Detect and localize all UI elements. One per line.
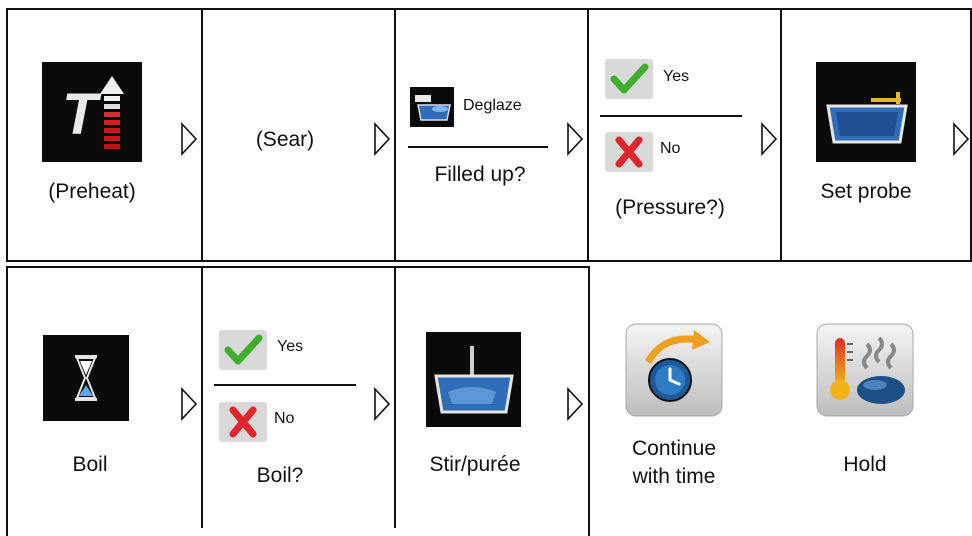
filled-up-question: Filled up? <box>434 163 526 186</box>
deglaze-pan-icon <box>410 87 454 127</box>
separator-line <box>600 115 742 117</box>
stir-puree-label: Stir/purée <box>429 453 521 476</box>
pressure-yes-label: Yes <box>663 68 690 85</box>
boil-yes-label: Yes <box>277 338 304 355</box>
arrow-right-icon <box>761 122 778 156</box>
preheat-label: (Preheat) <box>48 180 136 203</box>
continue-label-line2: with time <box>632 465 716 488</box>
divider <box>394 266 396 528</box>
hourglass-icon <box>43 335 129 421</box>
core-probe-pan-icon <box>816 62 916 162</box>
continue-label-line1: Continue <box>631 437 717 460</box>
divider <box>201 8 203 262</box>
hold-label: Hold <box>843 453 887 476</box>
thermometer-hold-icon <box>816 323 914 417</box>
arrow-right-icon <box>567 387 584 421</box>
pressure-no-label: No <box>660 140 681 157</box>
cross-icon <box>605 132 653 172</box>
pressure-question: (Pressure?) <box>615 196 725 219</box>
separator-line <box>408 146 548 148</box>
boil-label: Boil <box>72 453 108 476</box>
stir-pan-icon <box>426 332 521 427</box>
divider <box>587 8 589 262</box>
check-icon <box>219 330 267 370</box>
boil-no-label: No <box>274 410 295 427</box>
svg-text:T: T <box>62 82 102 147</box>
arrow-right-icon <box>567 122 584 156</box>
arrow-right-icon <box>953 122 970 156</box>
boil-question: Boil? <box>256 464 304 487</box>
arrow-right-icon <box>181 387 198 421</box>
set-probe-label: Set probe <box>820 180 912 203</box>
arrow-right-icon <box>181 122 198 156</box>
row-2-frame <box>6 266 590 536</box>
temperature-rise-icon: T <box>42 62 142 162</box>
row-1-frame <box>6 8 972 262</box>
arrow-right-icon <box>374 122 391 156</box>
clock-continue-icon <box>625 323 723 417</box>
deglaze-option-label: Deglaze <box>463 97 522 114</box>
divider <box>394 8 396 262</box>
separator-line <box>214 384 356 386</box>
cross-icon <box>219 402 267 442</box>
arrow-right-icon <box>374 387 391 421</box>
divider <box>780 8 782 262</box>
divider <box>201 266 203 528</box>
check-icon <box>605 59 653 99</box>
sear-label: (Sear) <box>255 128 315 151</box>
